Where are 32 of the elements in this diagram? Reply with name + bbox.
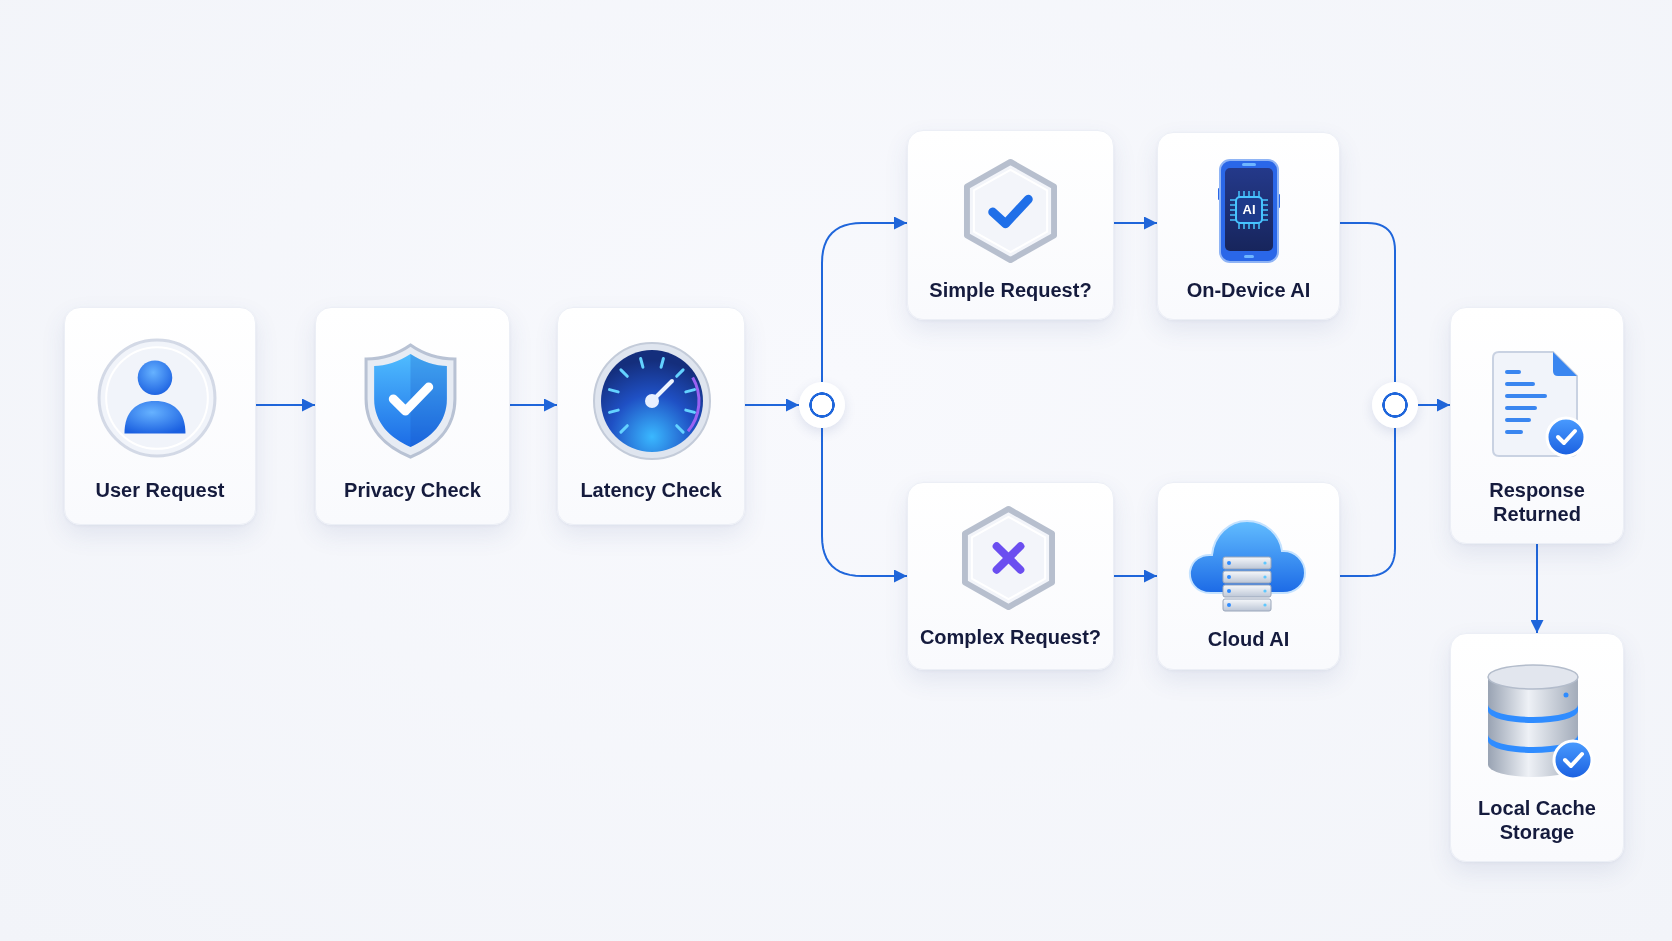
arrow <box>1113 569 1158 583</box>
arrow <box>1113 216 1158 230</box>
connector-line <box>1339 427 1396 577</box>
node-label: Cloud AI <box>1207 627 1290 651</box>
node-label: Privacy Check <box>344 478 481 502</box>
node-label: Complex Request? <box>919 625 1102 649</box>
arrow <box>821 427 908 583</box>
node-label: Latency Check <box>580 478 722 502</box>
arrow <box>821 216 908 383</box>
chip-label: AI <box>1242 203 1256 217</box>
process-card <box>1157 132 1340 320</box>
process-card <box>1157 482 1340 670</box>
arrow <box>509 398 558 412</box>
process-card <box>315 307 510 525</box>
arrow <box>1530 543 1544 634</box>
node-label: User Request <box>95 478 225 502</box>
process-card <box>1450 633 1624 862</box>
node-label: Simple Request? <box>929 278 1092 302</box>
arrow <box>255 398 316 412</box>
arrow <box>1417 398 1451 412</box>
junction-circle <box>799 382 845 428</box>
connector-line <box>1339 222 1396 383</box>
arrow <box>744 398 800 412</box>
process-card <box>907 482 1114 670</box>
process-card <box>907 130 1114 320</box>
node-label: On-Device AI <box>1186 278 1311 302</box>
junction-circle <box>1372 382 1418 428</box>
process-card <box>64 307 256 525</box>
process-card <box>1450 307 1624 544</box>
node-label: Response Returned <box>1488 478 1586 526</box>
process-card <box>557 307 745 525</box>
node-label: Local Cache Storage <box>1477 796 1597 844</box>
